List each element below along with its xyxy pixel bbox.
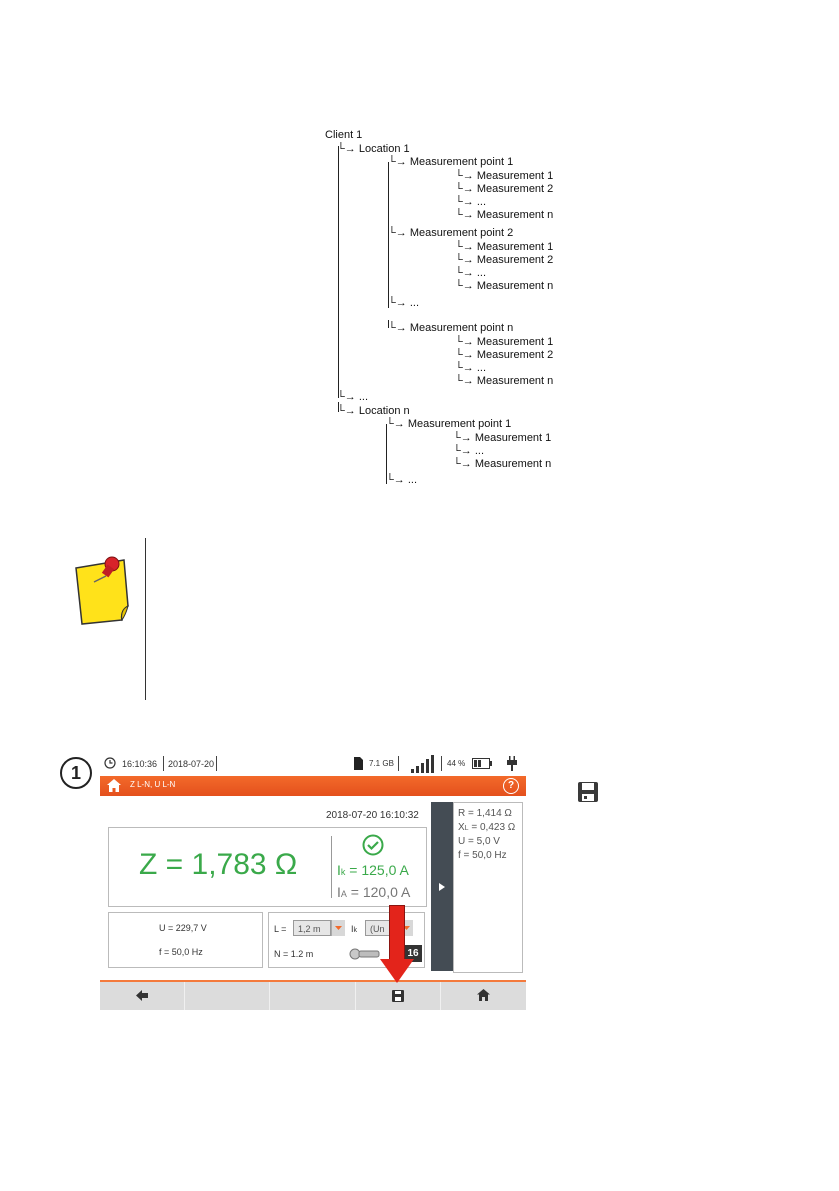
toolbar-button-empty[interactable]	[185, 982, 270, 1010]
home-button[interactable]	[441, 982, 526, 1010]
status-separator	[398, 756, 399, 771]
plug-icon	[507, 756, 517, 771]
tree-measurement: └→ ...	[455, 267, 487, 279]
title-bar: Z L-N, U L-N ?	[100, 776, 526, 796]
tree-measurement-point: └→ Measurement point 2	[388, 227, 514, 239]
component-values-panel: R = 1,414 Ω XL = 0,423 Ω U = 5,0 V f = 5…	[453, 802, 523, 973]
side-panel-toggle[interactable]	[431, 802, 453, 971]
arrow-left-icon	[136, 990, 148, 1001]
signal-icon	[411, 755, 434, 773]
tree-ellipsis: └→ ...	[388, 297, 420, 309]
tree-measurement-point: └→ Measurement point 1	[388, 156, 514, 168]
tree-location-1: └→ Location 1	[337, 143, 410, 155]
fuse-rating[interactable]: 16	[404, 945, 422, 962]
step-number: 1	[60, 757, 92, 789]
status-bar: 16:10:36 2018-07-20 7.1 GB 44 %	[100, 752, 526, 776]
tree-measurement-point: └→ Measurement point 1	[386, 418, 512, 430]
voltage-small-value: U = 5,0 V	[458, 836, 500, 847]
l-length-select[interactable]: 1,2 m	[293, 920, 331, 936]
status-time: 16:10:36	[122, 759, 158, 769]
frequency-small-value: f = 50,0 Hz	[458, 850, 507, 861]
frequency-value: f = 50,0 Hz	[159, 947, 203, 957]
tree-line	[338, 402, 339, 412]
clock-icon	[104, 757, 116, 769]
l-length-dropdown[interactable]	[331, 920, 345, 936]
reactance-value: XL = 0,423 Ω	[458, 822, 516, 833]
tree-measurement: └→ ...	[455, 196, 487, 208]
voltage-panel: U = 229,7 V f = 50,0 Hz	[108, 912, 263, 968]
save-button[interactable]	[356, 982, 441, 1010]
impedance-value: Z = 1,783 Ω	[139, 848, 298, 881]
tree-arrow: └→	[337, 143, 356, 155]
tree-measurement: └→ Measurement 1	[455, 170, 554, 182]
result-panel: Z = 1,783 Ω Ik = 125,0 A IA = 120,0 A	[108, 827, 427, 907]
status-date: 2018-07-20	[168, 759, 215, 769]
tree-location-n: └→ Location n	[337, 405, 410, 417]
tree-measurement: └→ Measurement 1	[453, 432, 552, 444]
toolbar-button-empty[interactable]	[270, 982, 356, 1010]
status-battery-percent: 44 %	[447, 759, 466, 768]
measurement-timestamp: 2018-07-20 16:10:32	[326, 810, 419, 821]
result-divider	[331, 836, 332, 898]
resistance-value: R = 1,414 Ω	[458, 808, 512, 819]
ik-setting-label: Ik	[351, 924, 358, 934]
status-storage: 7.1 GB	[369, 759, 394, 768]
tree-client: Client 1	[325, 129, 363, 141]
home-icon	[477, 989, 490, 1001]
status-separator	[216, 756, 217, 771]
status-separator	[441, 756, 442, 771]
n-length-value: N = 1.2 m	[274, 949, 314, 959]
tree-measurement: └→ Measurement 2	[455, 349, 554, 361]
tree-measurement: └→ Measurement n	[455, 209, 554, 221]
note-divider	[145, 538, 146, 700]
status-separator	[163, 756, 164, 771]
tree-line	[388, 162, 389, 308]
check-circle-icon	[362, 834, 384, 856]
tree-line	[338, 146, 339, 398]
tree-line	[388, 320, 389, 328]
save-icon	[392, 990, 404, 1002]
tree-measurement: └→ Measurement n	[455, 375, 554, 387]
back-button[interactable]	[100, 982, 185, 1010]
home-icon[interactable]	[107, 779, 121, 792]
sticky-note-icon	[75, 556, 129, 625]
save-icon	[578, 782, 598, 802]
tree-measurement: └→ Measurement 1	[455, 336, 554, 348]
tree-measurement: └→ Measurement 2	[455, 254, 554, 266]
tree-ellipsis: └→ ...	[337, 391, 369, 403]
tree-line	[386, 424, 387, 484]
meter-screen: 16:10:36 2018-07-20 7.1 GB 44 %	[100, 752, 526, 1010]
ik-value: Ik = 125,0 A	[337, 862, 409, 878]
help-icon[interactable]: ?	[503, 778, 519, 794]
screen-title: Z L-N, U L-N	[130, 780, 176, 789]
chevron-down-icon	[335, 926, 342, 930]
pointer-arrow-shaft	[389, 905, 405, 960]
pointer-arrow-head	[380, 959, 414, 983]
battery-icon	[472, 758, 492, 769]
ia-value: IA = 120,0 A	[337, 884, 411, 900]
tree-measurement: └→ Measurement 2	[455, 183, 554, 195]
tree-measurement: └→ Measurement 1	[455, 241, 554, 253]
bottom-toolbar	[100, 980, 526, 1010]
l-label: L =	[274, 924, 287, 934]
tree-measurement-point: └→ Measurement point n	[388, 322, 514, 334]
tree-measurement: └→ Measurement n	[455, 280, 554, 292]
tree-measurement: └→ Measurement n	[453, 458, 552, 470]
voltage-value: U = 229,7 V	[159, 923, 207, 933]
tree-measurement: └→ ...	[453, 445, 485, 457]
tree-ellipsis: └→ ...	[386, 474, 418, 486]
fuse-icon	[349, 948, 380, 960]
sd-card-icon	[354, 757, 363, 770]
play-icon	[439, 883, 445, 891]
tree-measurement: └→ ...	[455, 362, 487, 374]
